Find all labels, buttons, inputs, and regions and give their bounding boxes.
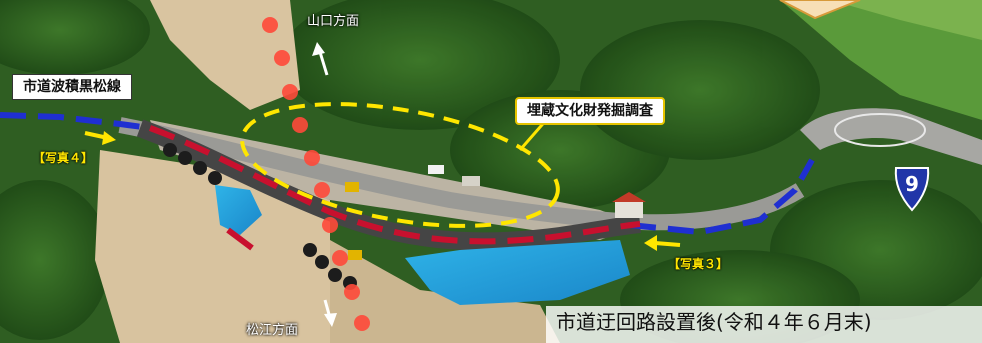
- route-9-sign-icon: [894, 167, 930, 212]
- grass-field-light: [830, 0, 982, 40]
- callout-box-edge: [779, 0, 861, 20]
- existing-road: [118, 117, 805, 231]
- direction-north-label: 山口方面: [307, 14, 360, 29]
- container-box: [462, 176, 480, 186]
- cleared-ground-south: [330, 240, 560, 343]
- blue-tarp-right: [405, 240, 630, 305]
- photo-4-label: 【写真４】: [33, 151, 94, 165]
- excavator: [345, 182, 359, 192]
- road-name-label: 市道波積黒松線: [12, 74, 132, 100]
- grass-field: [780, 0, 982, 120]
- parked-car: [428, 165, 444, 174]
- existing-road-line-east: [629, 158, 815, 236]
- survey-area-outline: [240, 102, 560, 228]
- detour-route-line: [148, 125, 641, 245]
- junction-markings: [834, 113, 926, 147]
- junction-road: [800, 108, 982, 165]
- existing-road-line-west: [0, 112, 151, 131]
- direction-south-label: 松江方面: [246, 323, 299, 338]
- sandbags: [163, 143, 357, 290]
- small-building: [615, 200, 643, 218]
- survey-markers: [262, 17, 370, 331]
- route-number: 9: [905, 172, 919, 196]
- caption-background: [546, 306, 982, 343]
- cleared-ground-lower: [95, 150, 330, 343]
- building-roof: [612, 192, 646, 202]
- photo-3-arrow: [644, 235, 681, 251]
- photo-4-arrow: [84, 131, 116, 145]
- survey-area-label: 埋蔵文化財発掘調査: [515, 97, 665, 125]
- south-arrow: [323, 299, 337, 327]
- detour-stub: [226, 227, 254, 251]
- photo-3-label: 【写真３】: [668, 257, 729, 271]
- photo-caption: 市道迂回路設置後(令和４年６月末): [556, 310, 872, 334]
- north-arrow: [312, 42, 329, 76]
- excavator-2: [348, 250, 362, 260]
- blue-tarp-left: [215, 185, 262, 235]
